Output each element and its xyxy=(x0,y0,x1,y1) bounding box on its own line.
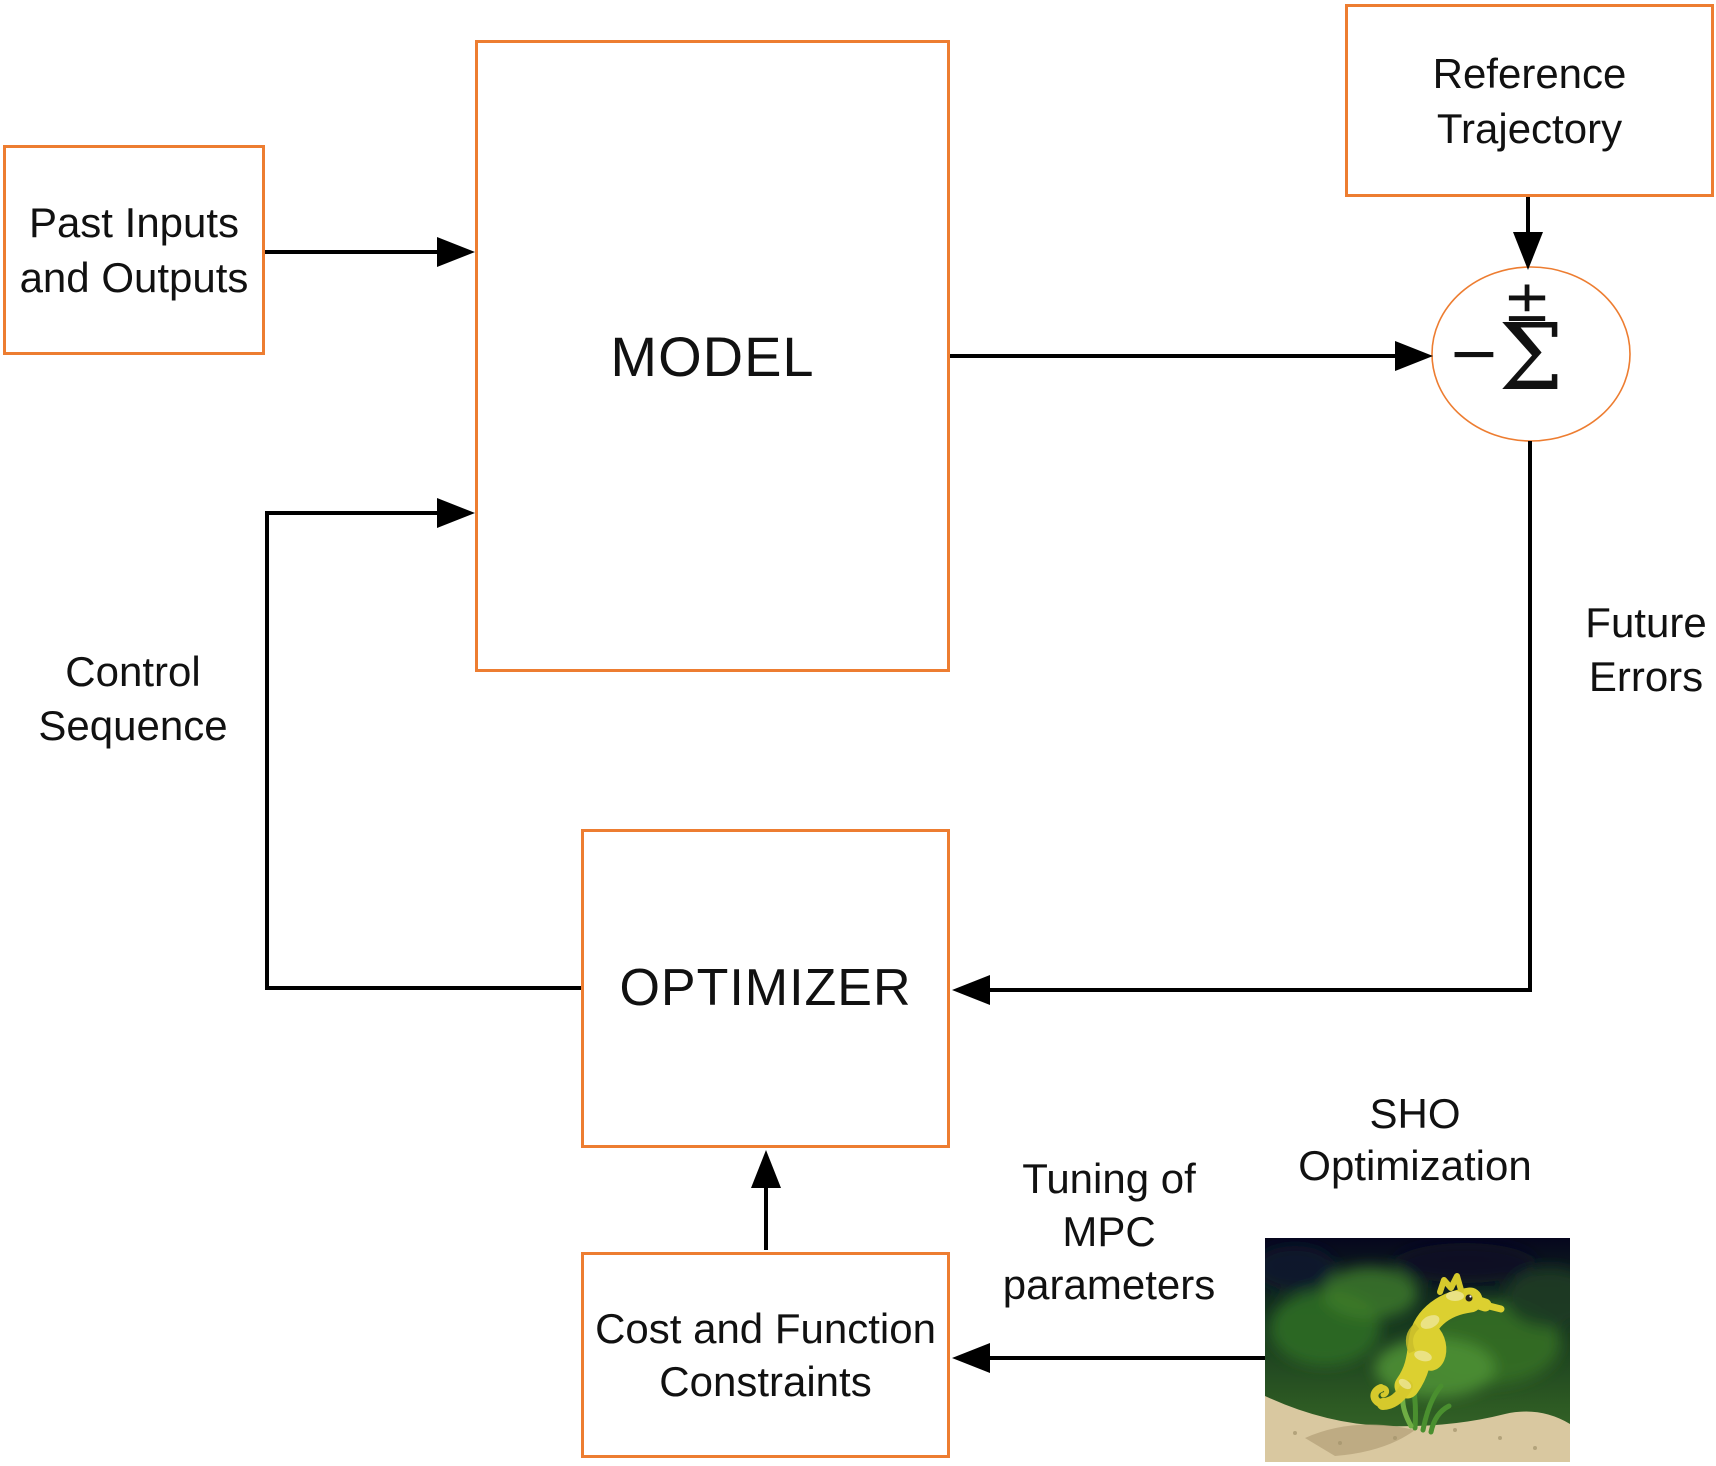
plus-minus-symbol: ± xyxy=(1503,267,1552,335)
future-errors-line1: Future xyxy=(1585,599,1707,646)
arrowhead-into-sum-left xyxy=(1395,341,1433,371)
cost-line2: Constraints xyxy=(659,1358,872,1405)
tuning-line3: parameters xyxy=(1002,1261,1216,1308)
seahorse-eye xyxy=(1465,1294,1473,1302)
model-label: MODEL xyxy=(610,324,815,388)
control-sequence-line1: Control xyxy=(65,648,201,695)
sigma-symbol: Σ xyxy=(1498,304,1563,411)
control-sequence-label: Control Sequence xyxy=(13,645,253,753)
past-inputs-line2: and Outputs xyxy=(19,254,249,301)
arrowhead-into-optimizer-right xyxy=(952,975,990,1005)
reference-trajectory-box: Reference Trajectory xyxy=(1345,4,1714,197)
sho-optimization-label: SHO Optimization xyxy=(1255,1088,1575,1192)
seahorse-photo xyxy=(1265,1238,1570,1462)
cost-constraints-box: Cost and Function Constraints xyxy=(581,1252,950,1458)
arrowhead-into-optimizer-bottom xyxy=(751,1150,781,1188)
minus-symbol: − xyxy=(1448,316,1500,389)
model-box: MODEL xyxy=(475,40,950,672)
arrow-control-sequence xyxy=(265,511,581,990)
tuning-line1: Tuning of xyxy=(1022,1155,1196,1202)
arrowhead-into-model-bottom xyxy=(437,498,475,528)
future-errors-line2: Errors xyxy=(1588,653,1704,700)
reference-line2: Trajectory xyxy=(1436,104,1623,152)
control-sequence-line2: Sequence xyxy=(38,702,228,749)
arrowhead-into-sum-top xyxy=(1513,232,1543,270)
arrow-sum-to-optimizer xyxy=(984,441,1532,992)
arrowhead-into-model-top xyxy=(437,237,475,267)
seahorse-illustration xyxy=(1370,1273,1505,1410)
future-errors-label: Future Errors xyxy=(1536,596,1716,704)
optimizer-label: OPTIMIZER xyxy=(619,959,912,1017)
tuning-mpc-label: Tuning of MPC parameters xyxy=(979,1152,1239,1311)
cost-line1: Cost and Function xyxy=(595,1305,936,1352)
arrowhead-into-cost-right xyxy=(952,1343,990,1373)
past-inputs-line1: Past Inputs xyxy=(28,199,240,246)
sho-line1: SHO xyxy=(1369,1090,1461,1137)
optimizer-box: OPTIMIZER xyxy=(581,829,950,1148)
tuning-line2: MPC xyxy=(1062,1208,1156,1255)
past-inputs-box: Past Inputs and Outputs xyxy=(3,145,265,355)
sho-line2: Optimization xyxy=(1298,1142,1532,1189)
reference-line1: Reference xyxy=(1432,49,1627,97)
